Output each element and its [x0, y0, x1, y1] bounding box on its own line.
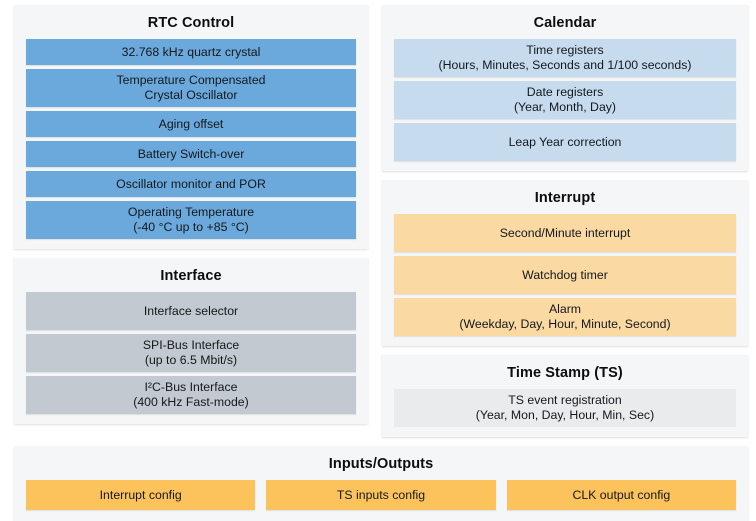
block-date-registers[interactable]: Date registers (Year, Month, Day) [394, 81, 736, 119]
block-diagram: RTC Control 32.768 kHz quartz crystal Te… [14, 5, 748, 521]
inputs-outputs-row: Interrupt config TS inputs config CLK ou… [26, 480, 736, 510]
block-battery-switch-over[interactable]: Battery Switch-over [26, 141, 356, 167]
block-label: CLK output config [572, 487, 671, 502]
block-label-line1: Operating Temperature [127, 205, 255, 219]
block-label-line2: (Year, Mon, Day, Hour, Min, Sec) [475, 408, 655, 422]
block-label: TS inputs config [336, 487, 426, 502]
block-watchdog-timer[interactable]: Watchdog timer [394, 256, 736, 294]
panel-inputs-outputs: Inputs/Outputs Interrupt config TS input… [14, 446, 748, 521]
panel-calendar: Calendar Time registers (Hours, Minutes,… [382, 5, 748, 171]
block-ts-inputs-config[interactable]: TS inputs config [266, 480, 496, 510]
block-label-line2: (Weekday, Day, Hour, Minute, Second) [459, 317, 671, 331]
block-label-line1: Date registers [526, 85, 604, 99]
block-label-line1: SPI-Bus Interface [142, 338, 240, 352]
block-clk-output-config[interactable]: CLK output config [506, 480, 736, 510]
block-oscillator-monitor-por[interactable]: Oscillator monitor and POR [26, 171, 356, 197]
panel-title-interface: Interface [160, 268, 222, 284]
block-label-line2: (up to 6.5 Mbit/s) [144, 353, 238, 367]
block-label-line2: (400 kHz Fast-mode) [133, 395, 249, 409]
block-i2c-bus-interface[interactable]: I²C-Bus Interface (400 kHz Fast-mode) [26, 376, 356, 414]
diagram-columns: RTC Control 32.768 kHz quartz crystal Te… [14, 5, 748, 437]
block-label-line2: (-40 °C up to +85 °C) [133, 220, 249, 234]
panel-title-rtc-control: RTC Control [147, 15, 235, 31]
panel-title-calendar: Calendar [533, 15, 597, 31]
block-label: Interface selector [143, 303, 239, 318]
block-tcxo[interactable]: Temperature Compensated Crystal Oscillat… [26, 69, 356, 107]
block-time-registers[interactable]: Time registers (Hours, Minutes, Seconds … [394, 39, 736, 77]
block-label-line1: I²C-Bus Interface [144, 380, 238, 394]
panel-title-interrupt: Interrupt [534, 190, 596, 206]
block-label: 32.768 kHz quartz crystal [121, 44, 261, 59]
left-column: RTC Control 32.768 kHz quartz crystal Te… [14, 5, 368, 437]
block-quartz-crystal[interactable]: 32.768 kHz quartz crystal [26, 39, 356, 65]
block-interface-selector[interactable]: Interface selector [26, 292, 356, 330]
block-label-line2: Crystal Oscillator [144, 88, 238, 102]
block-spi-bus-interface[interactable]: SPI-Bus Interface (up to 6.5 Mbit/s) [26, 334, 356, 372]
block-label-line2: (Year, Month, Day) [513, 100, 617, 114]
panel-title-time-stamp: Time Stamp (TS) [507, 365, 623, 381]
block-label-line1: Time registers [526, 43, 604, 57]
block-leap-year-correction[interactable]: Leap Year correction [394, 123, 736, 161]
block-aging-offset[interactable]: Aging offset [26, 111, 356, 137]
block-ts-event-registration[interactable]: TS event registration (Year, Mon, Day, H… [394, 389, 736, 427]
block-label: Oscillator monitor and POR [116, 176, 266, 191]
block-interrupt-config[interactable]: Interrupt config [26, 480, 256, 510]
right-column: Calendar Time registers (Hours, Minutes,… [382, 5, 748, 437]
panel-rtc-control: RTC Control 32.768 kHz quartz crystal Te… [14, 5, 368, 249]
panel-time-stamp: Time Stamp (TS) TS event registration (Y… [382, 355, 748, 437]
block-second-minute-interrupt[interactable]: Second/Minute interrupt [394, 214, 736, 252]
panel-title-inputs-outputs: Inputs/Outputs [328, 456, 434, 472]
block-label: Watchdog timer [522, 267, 608, 282]
block-label-line1: Temperature Compensated [116, 73, 266, 87]
block-label-line1: TS event registration [508, 393, 622, 407]
block-label: Interrupt config [99, 487, 182, 502]
block-alarm[interactable]: Alarm (Weekday, Day, Hour, Minute, Secon… [394, 298, 736, 336]
panel-interface: Interface Interface selector SPI-Bus Int… [14, 258, 368, 424]
block-label: Second/Minute interrupt [499, 225, 631, 240]
panel-interrupt: Interrupt Second/Minute interrupt Watchd… [382, 180, 748, 346]
block-label: Leap Year correction [508, 134, 622, 149]
block-label-line1: Alarm [548, 302, 582, 316]
block-operating-temperature[interactable]: Operating Temperature (-40 °C up to +85 … [26, 201, 356, 239]
block-label: Aging offset [158, 116, 224, 131]
block-label: Battery Switch-over [137, 146, 245, 161]
block-label-line2: (Hours, Minutes, Seconds and 1/100 secon… [438, 58, 692, 72]
